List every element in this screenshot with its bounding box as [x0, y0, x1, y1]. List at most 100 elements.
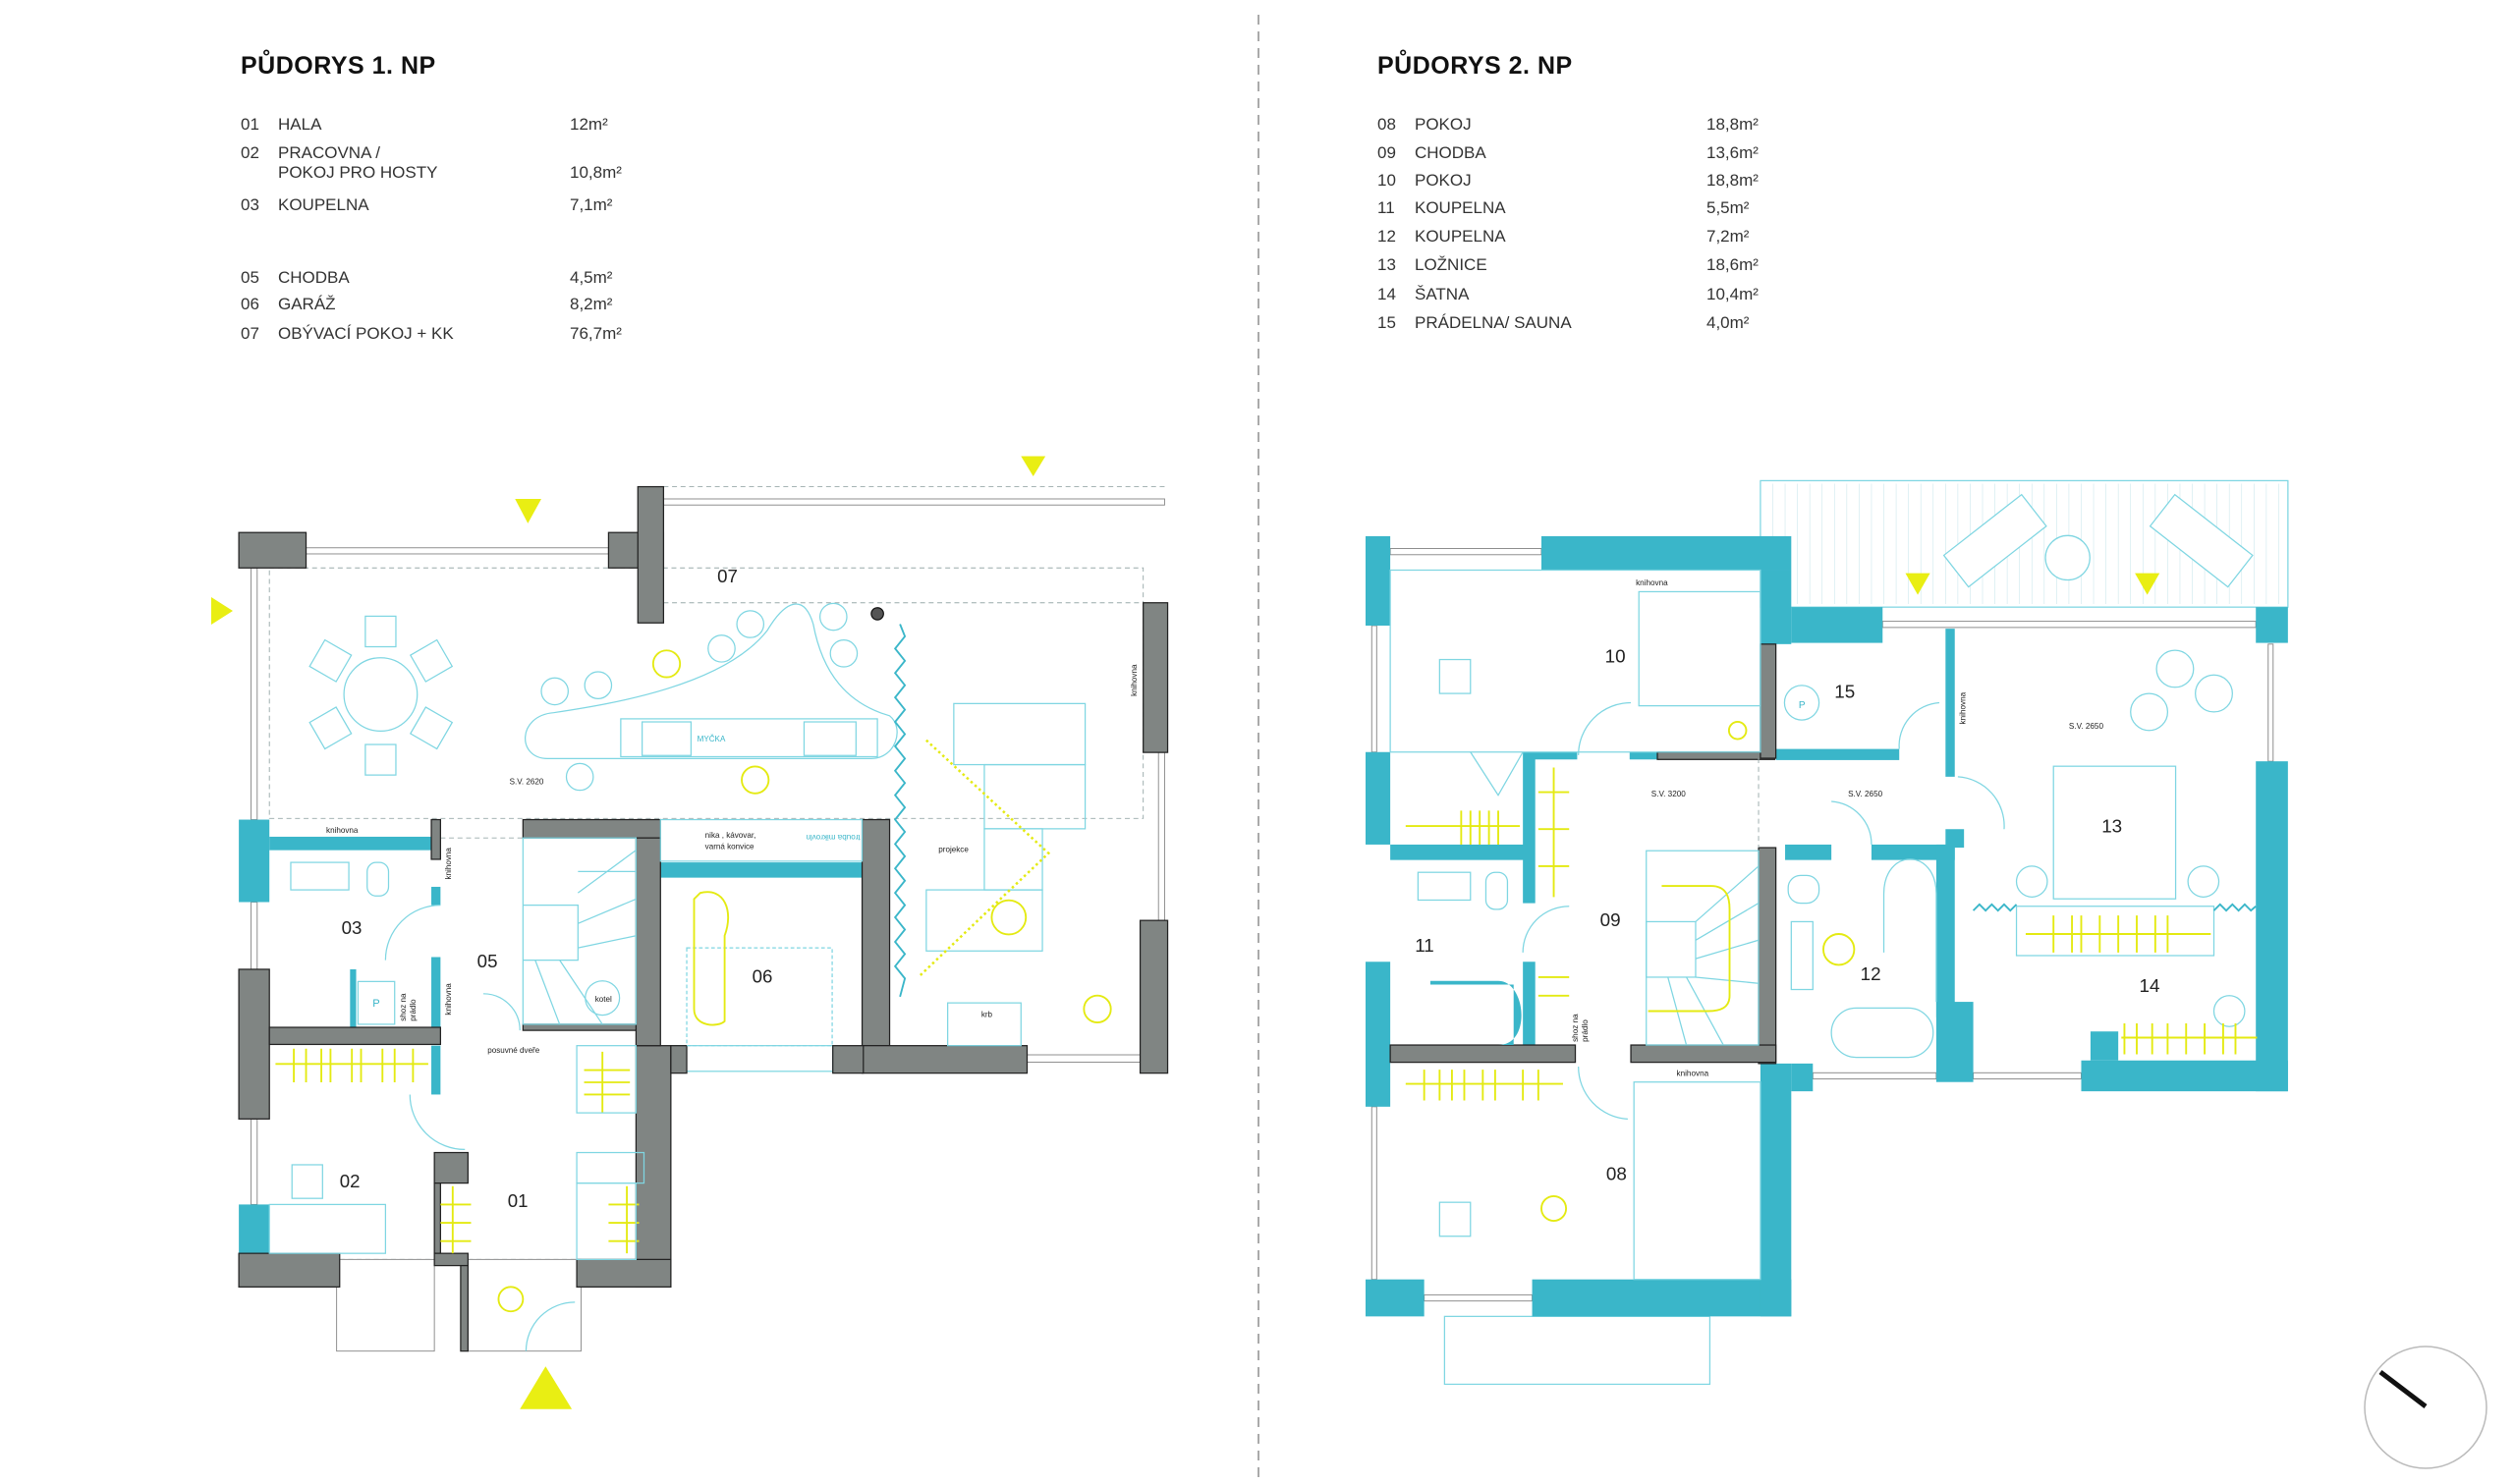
- walls-cyan: [1366, 535, 2288, 1317]
- room-label-15: 15: [1834, 681, 1855, 701]
- boiler-label: kotel: [595, 995, 612, 1004]
- room-name: LOŽNICE: [1415, 255, 1487, 274]
- person-icon: [497, 1286, 525, 1313]
- room-area: 13,6m²: [1706, 143, 1759, 162]
- laundry-chute-label: shoz na: [399, 993, 408, 1021]
- wardrobe: [576, 1182, 638, 1261]
- room-number: 09: [1377, 143, 1396, 162]
- window: [1389, 548, 1542, 556]
- person-icon: [1540, 1194, 1568, 1222]
- wall-cyan: [431, 957, 441, 1028]
- wall: [1630, 1044, 1777, 1064]
- room-label-09: 09: [1600, 909, 1621, 930]
- dishwasher-label: MYČKA: [698, 735, 726, 743]
- wall-cyan: [431, 1045, 441, 1095]
- laundry-chute-label-line2: prádlo: [1581, 1019, 1590, 1042]
- window: [251, 902, 258, 970]
- window: [251, 567, 258, 821]
- door-swing: [384, 904, 441, 961]
- room-name-line2: POKOJ PRO HOSTY: [278, 163, 438, 182]
- bookshelf-label: knihovna: [1677, 1069, 1709, 1077]
- garage-outline: [686, 947, 833, 1047]
- window: [1370, 625, 1377, 753]
- floor2-plan: 10 15 13 09 11 12 14 08 S.V. 3200 S.V. 2…: [1366, 479, 2289, 1386]
- window: [1157, 751, 1165, 921]
- entrance-arrow-icon: [1905, 573, 1930, 595]
- wardrobe-hatching: [275, 1048, 640, 1254]
- curtain-zigzag: [1972, 903, 2018, 912]
- floor1-plan: 07 03 05 06 02 01 S.V. 2620 knihovna kni…: [238, 456, 1169, 1409]
- armchair: [2195, 674, 2233, 713]
- room-area: 76,7m²: [570, 324, 622, 343]
- wall: [832, 1045, 865, 1074]
- fireplace-label: krb: [981, 1010, 993, 1018]
- window: [306, 547, 609, 555]
- porch-outline: [336, 1258, 435, 1352]
- ceiling-height-label: S.V. 2650: [1848, 790, 1883, 798]
- kitchen-island: [525, 602, 898, 792]
- room-number: 11: [1377, 198, 1395, 217]
- wall: [1760, 643, 1777, 759]
- washing-machine: [357, 980, 396, 1025]
- room-number: 06: [241, 295, 259, 313]
- wall-cyan: [431, 886, 441, 906]
- entrance-arrow-icon: [211, 597, 233, 625]
- room-number: 03: [241, 195, 259, 214]
- room-name: POKOJ: [1415, 171, 1472, 190]
- nightstand: [2015, 865, 2048, 898]
- wall-cyan: [660, 862, 863, 878]
- door-swing: [525, 1301, 576, 1351]
- room-name: OBÝVACÍ POKOJ + KK: [278, 324, 454, 343]
- sun-lounger: [2149, 493, 2254, 588]
- dashed-outline: [268, 567, 1145, 819]
- wall: [268, 1026, 441, 1046]
- room-area: 12m²: [570, 115, 608, 134]
- person-icon: [1822, 933, 1856, 966]
- wardrobe: [2015, 906, 2215, 957]
- dining-table: [308, 615, 454, 776]
- window: [1881, 621, 2257, 629]
- entrance-arrow-icon: [1021, 456, 1046, 476]
- door-swing: [482, 993, 521, 1031]
- shower-wall: [1429, 980, 1522, 1046]
- door-swing: [409, 1094, 466, 1151]
- door-swing: [1578, 701, 1632, 755]
- room-number: 13: [1377, 255, 1396, 274]
- window: [662, 498, 1165, 506]
- wardrobe-door: [1470, 751, 1524, 797]
- ceiling-height-label: S.V. 2650: [2069, 722, 2104, 731]
- sink: [1417, 871, 1472, 902]
- room-number: 02: [241, 143, 259, 162]
- wall-cyan: [239, 1204, 270, 1254]
- room-name: CHODBA: [1415, 143, 1486, 162]
- room-label-05: 05: [477, 951, 498, 971]
- wall: [635, 837, 661, 1047]
- wall: [637, 485, 665, 624]
- room-name: POKOJ: [1415, 115, 1472, 134]
- wall: [1656, 751, 1775, 760]
- wall: [635, 1045, 672, 1288]
- door-swing: [1898, 701, 1940, 749]
- wall: [576, 1258, 672, 1288]
- room-label-14: 14: [2140, 975, 2160, 996]
- room-name: HALA: [278, 115, 322, 134]
- person-icon: [741, 765, 770, 795]
- room-number: 14: [1377, 285, 1396, 303]
- north-arrow-icon: [2378, 1370, 2428, 1408]
- room-name: KOUPELNA: [1415, 198, 1506, 217]
- floor1-title: PŮDORYS 1. NP: [241, 52, 436, 80]
- wall: [433, 1182, 441, 1254]
- room-area: 4,5m²: [570, 268, 613, 287]
- desk: [268, 1203, 387, 1254]
- room-10-outline: [1389, 569, 1761, 753]
- room-number: 07: [241, 324, 259, 343]
- chair: [1438, 658, 1472, 694]
- wall: [522, 1023, 638, 1031]
- room-number: 01: [241, 115, 259, 134]
- room-area: 7,2m²: [1706, 227, 1750, 246]
- washer-label: P: [372, 998, 379, 1010]
- window: [1027, 1054, 1142, 1063]
- window: [251, 1118, 258, 1205]
- bookshelf-label: knihovna: [444, 983, 453, 1016]
